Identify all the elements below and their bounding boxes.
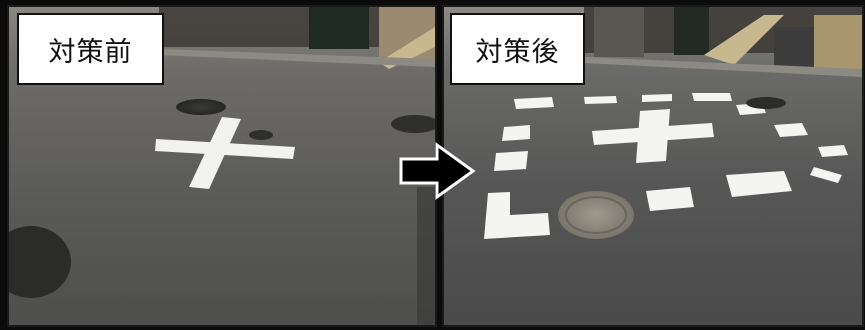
before-road-image [9,7,435,325]
right-arrow-icon [397,139,477,203]
after-label: 対策後 [450,13,585,85]
before-photo: 対策前 [7,5,437,327]
before-label: 対策前 [17,13,164,85]
after-photo: 対策後 [442,5,864,327]
